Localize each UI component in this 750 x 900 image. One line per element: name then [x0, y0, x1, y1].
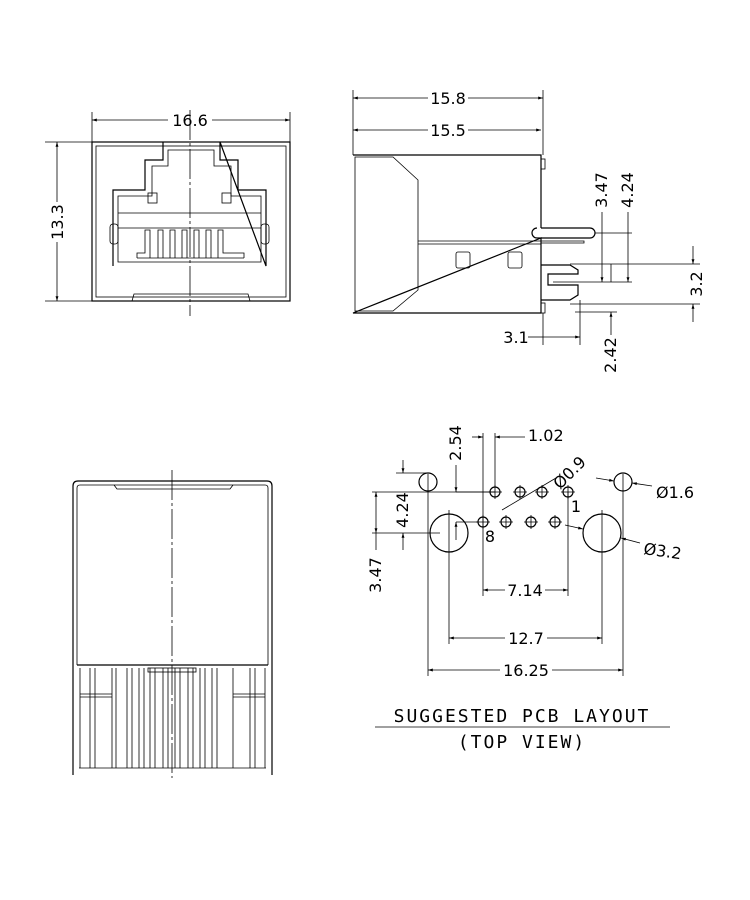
pcb-dim-4-24: 4.24 [393, 492, 412, 528]
side-view: 15.8 15.5 3.47 4.24 3.2 2.42 3.1 [352, 89, 706, 373]
side-dim-3-47: 3.47 [592, 172, 611, 208]
pcb-layout: 8 1 7.14 12.7 16.25 1.02 2.54 Ø0.9 Ø1. [366, 425, 694, 753]
boss-span-dim: 12.7 [508, 629, 544, 648]
side-dim-4-24: 4.24 [618, 172, 637, 208]
front-view: 16.6 13.3 [45, 110, 291, 316]
contact-pins [136, 229, 245, 259]
pin-span-dim: 7.14 [507, 581, 543, 600]
pcb-layout-subtitle: (TOP VIEW) [458, 732, 586, 753]
row-spacing-dim: 2.54 [446, 425, 465, 461]
side-dim-3-1: 3.1 [503, 328, 528, 347]
pin-row [79, 667, 266, 768]
pcb-layout-title: SUGGESTED PCB LAYOUT [394, 706, 651, 727]
pcb-dim-3-47: 3.47 [366, 557, 385, 593]
mount-span-dim: 16.25 [503, 661, 549, 680]
overall-length-dim: 15.8 [430, 89, 466, 108]
side-dim-2-42: 2.42 [601, 337, 620, 373]
front-height-dim: 13.3 [48, 204, 67, 240]
pin-1-label: 1 [571, 497, 581, 516]
mount-hole-diameter: Ø1.6 [656, 483, 694, 502]
pin-8-label: 8 [485, 527, 495, 546]
pitch-dim: 1.02 [528, 426, 564, 445]
boss-hole-diameter: Ø3.2 [642, 539, 682, 563]
side-dim-3-2: 3.2 [687, 271, 706, 296]
body-length-dim: 15.5 [430, 121, 466, 140]
rear-view [72, 470, 273, 778]
front-width-dim: 16.6 [172, 111, 208, 130]
